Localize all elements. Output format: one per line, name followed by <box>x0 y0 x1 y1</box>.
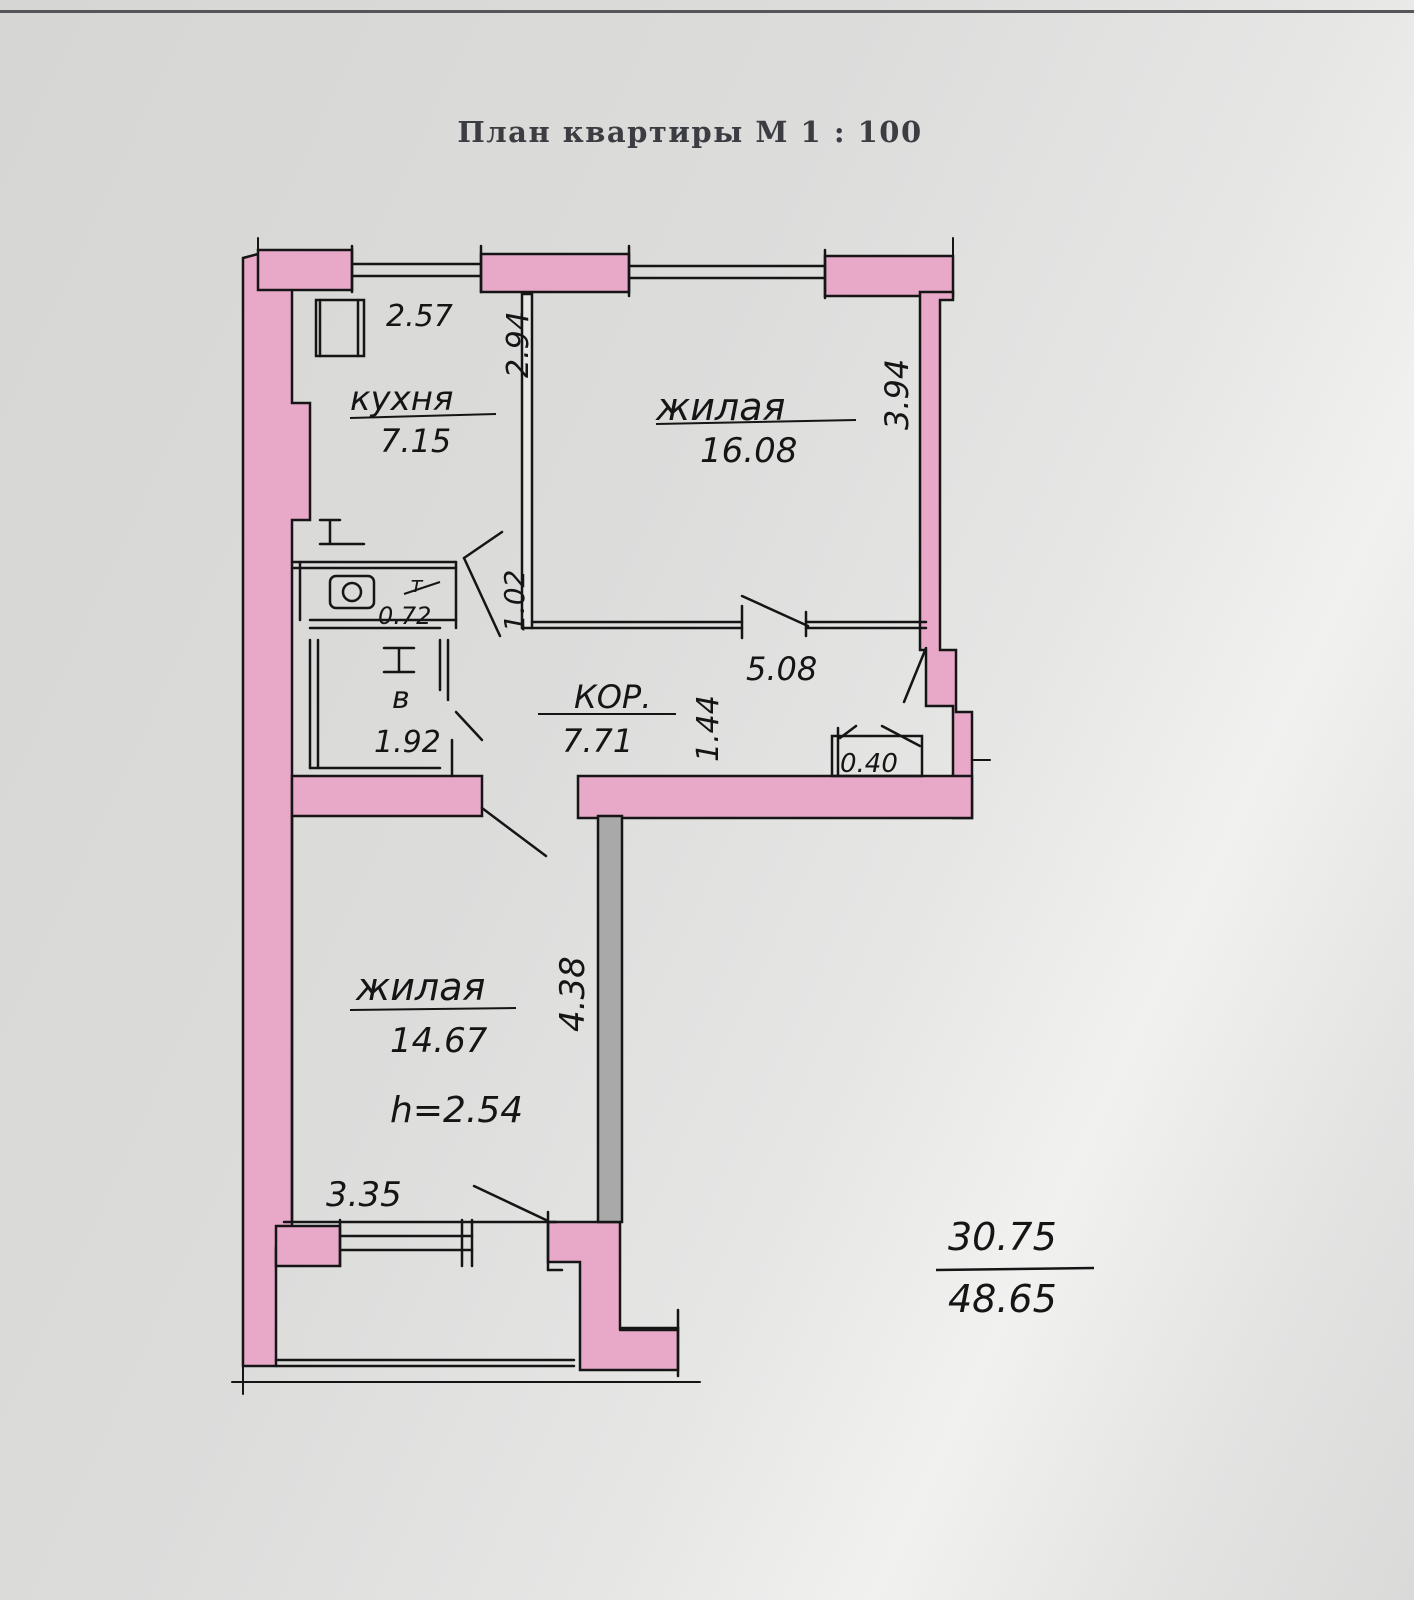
stove-icon <box>314 298 366 358</box>
living1-width-label: 5.08 <box>746 650 817 688</box>
living2-area-label: 14.67 <box>390 1021 488 1061</box>
living1-door-icon <box>740 594 810 628</box>
corridor-width-label: 1.44 <box>691 695 726 762</box>
top-wall-middle <box>479 252 631 294</box>
living1-side-label: 3.94 <box>878 359 916 430</box>
door-width-label: 1.02 <box>498 570 531 632</box>
extension-lines <box>231 237 991 1395</box>
toilet-icon <box>328 574 376 610</box>
closet-box <box>830 734 924 778</box>
balcony-right-wall <box>546 1220 680 1372</box>
top-wall-left <box>256 248 354 292</box>
kitchen-name-label: кухня <box>350 379 453 419</box>
bath-area-label: 1.92 <box>374 725 441 760</box>
living2-width-label: 3.35 <box>326 1175 402 1215</box>
corridor-south-wall <box>576 774 974 820</box>
kitchen-length-label: 2.94 <box>501 311 536 378</box>
top-wall-right <box>823 254 955 298</box>
balcony-left-wall <box>274 1224 342 1268</box>
totals-divider <box>935 1266 1095 1272</box>
kitchen-door-icon <box>462 530 504 560</box>
living2-window <box>338 1218 474 1268</box>
living2-length-label: 4.38 <box>553 956 593 1032</box>
kitchen-living-partition <box>520 292 534 630</box>
bathroom-mark-label: т <box>410 573 424 598</box>
closet-area-label: 0.40 <box>840 749 898 779</box>
balcony-door-icon <box>472 1184 548 1222</box>
fixtures <box>314 298 416 674</box>
exterior-walls <box>241 248 974 1372</box>
page-title: План квартиры М 1 : 100 <box>457 115 923 149</box>
ceiling-height-label: h=2.54 <box>390 1090 523 1131</box>
right-wall <box>918 290 974 820</box>
washbasin-icon <box>382 646 416 674</box>
bath-door-icon <box>454 710 484 742</box>
living1-window <box>627 244 827 300</box>
windows <box>338 244 827 1268</box>
sink-icon <box>318 518 366 546</box>
living1-area-label: 16.08 <box>700 431 797 471</box>
entrance-door-icon <box>902 646 928 704</box>
corridor-area-label: 7.71 <box>562 722 633 760</box>
living-area-total: 30.75 <box>948 1215 1057 1259</box>
partitions <box>274 292 928 1378</box>
room-labels: 2.57 2.94 кухня 7.15 жилая 16.08 3.94 5.… <box>326 299 1095 1321</box>
corridor-name-label: КОР. <box>574 678 651 716</box>
living2-door-icon <box>480 806 548 858</box>
living2-east-partition <box>596 814 624 1224</box>
kitchen-window <box>350 244 483 294</box>
kitchen-area-label: 7.15 <box>380 422 451 460</box>
living2-name-label: жилая <box>355 965 485 1009</box>
top-border-line <box>0 10 1414 13</box>
doors <box>454 530 928 1222</box>
bath-south-wall <box>290 774 484 818</box>
kitchen-width-label: 2.57 <box>386 299 453 334</box>
bathroom-area-label: 0.72 <box>378 602 431 630</box>
bath-name-label: в <box>392 681 410 716</box>
total-area: 48.65 <box>948 1277 1057 1321</box>
